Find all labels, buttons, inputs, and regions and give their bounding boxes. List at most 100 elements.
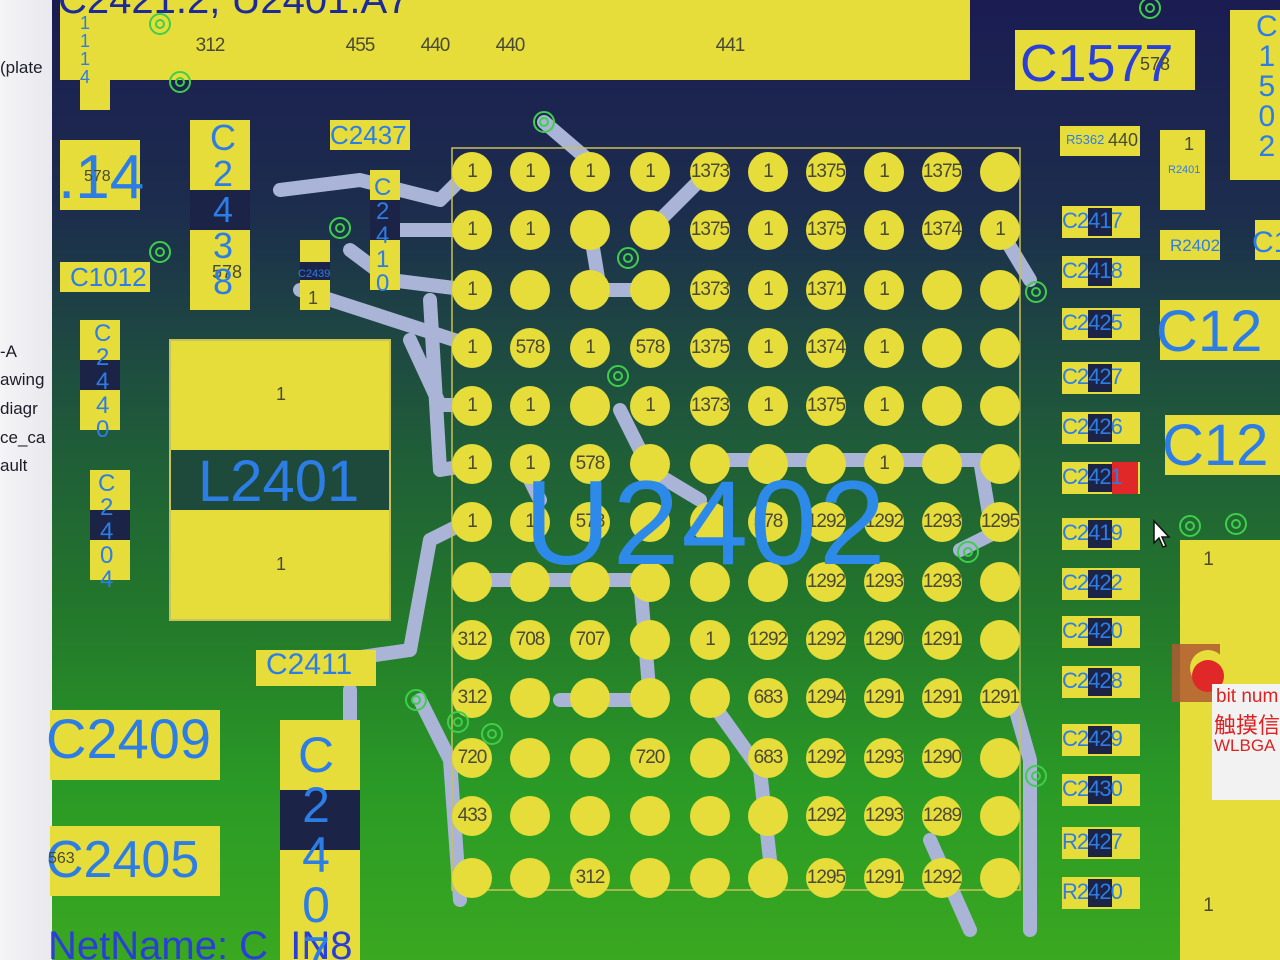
l2401-pad-top: 1 [276, 384, 287, 404]
bga-pin-label: 707 [575, 629, 606, 650]
side-cap-label[interactable]: C2427 [1062, 364, 1123, 389]
c2405-label[interactable]: C2405 [46, 831, 200, 889]
c1114-char: 1 [80, 13, 91, 33]
via-core [1031, 287, 1041, 297]
c2405-pad: 563 [48, 850, 75, 867]
c12-label-b[interactable]: C12 [1156, 299, 1263, 364]
r2401-label[interactable]: R2401 [1168, 164, 1201, 176]
right-bga-ball [1244, 542, 1280, 578]
header-pad-label: 440 [420, 35, 451, 56]
bga-pin-label: 1293 [864, 805, 904, 826]
c2409-label[interactable]: C2409 [46, 707, 212, 770]
bga-ball [630, 620, 670, 660]
c2407-char: 0 [302, 877, 330, 933]
bga-ball [806, 620, 846, 660]
side-text-2: -A [0, 342, 17, 361]
component-pad [50, 826, 220, 896]
bga-ball [748, 210, 788, 250]
l2401-label[interactable]: L2401 [198, 449, 360, 514]
bga-pin-label: 1291 [922, 687, 962, 708]
bga-ball [980, 502, 1020, 542]
via-ring [329, 217, 351, 239]
bga-pin-label: 1 [585, 161, 596, 182]
bga-pin-label: 1375 [690, 337, 730, 358]
c2411-label[interactable]: C2411 [266, 648, 353, 681]
c2407-char: C [298, 727, 335, 783]
side-cap-body [1088, 829, 1112, 857]
side-cap-body [1088, 618, 1112, 646]
header-pad-label: 440 [495, 35, 526, 56]
c2404-char: 0 [99, 542, 114, 569]
bga-pin-label: 1292 [806, 571, 846, 592]
side-cap-label[interactable]: C2430 [1062, 776, 1123, 801]
side-cap-body [1088, 726, 1112, 754]
via-core [487, 729, 497, 739]
bga-ball [452, 562, 492, 602]
c1577-label[interactable]: C1577 [1020, 35, 1174, 93]
r5362-label[interactable]: R5362 [1066, 132, 1105, 147]
header-pad [778, 24, 822, 68]
bga-pin-label: 578 [515, 337, 546, 358]
via-core [1185, 521, 1195, 531]
c1502-char: 5 [1258, 70, 1276, 103]
bga-ball [630, 270, 670, 310]
bga-ball [630, 562, 670, 602]
u2402-label[interactable]: U2402 [524, 456, 888, 590]
bga-pin-label: 1292 [748, 629, 788, 650]
c1012-label[interactable]: C1012 [70, 262, 147, 292]
side-cap-label[interactable]: C2425 [1062, 310, 1123, 335]
side-cap-label[interactable]: C2421 [1062, 464, 1123, 489]
component-body [190, 190, 250, 230]
bga-ball [922, 502, 962, 542]
bga-pin-label: 1292 [922, 867, 962, 888]
bga-ball [864, 678, 904, 718]
via-ring [169, 71, 191, 93]
bga-ball [806, 796, 846, 836]
bga-ball [980, 210, 1020, 250]
c2438-pad: 578 [212, 262, 243, 282]
c2407-char: 4 [302, 827, 330, 883]
bga-pin-label: 578 [575, 511, 606, 532]
bga-pin-label: 1292 [864, 511, 904, 532]
c1502-char: 2 [1258, 130, 1276, 163]
bga-ball [630, 502, 670, 542]
component-pad [330, 120, 410, 150]
bga-pin-label: 1293 [922, 511, 962, 532]
side-cap-label[interactable]: C2422 [1062, 570, 1123, 595]
bga-ball [806, 678, 846, 718]
c2439-label[interactable]: C2439 [298, 268, 331, 280]
bga-pin-label: 1375 [806, 219, 846, 240]
via-ring [481, 723, 503, 745]
side-cap-label[interactable]: C2419 [1062, 520, 1123, 545]
side-cap-label[interactable]: C2428 [1062, 668, 1123, 693]
side-cap-label[interactable]: C2418 [1062, 258, 1123, 283]
side-cap-label[interactable]: C2426 [1062, 414, 1123, 439]
header-pad-label: 441 [715, 35, 746, 56]
c2437-label[interactable]: C2437 [330, 120, 407, 150]
side-cap-label[interactable]: C2417 [1062, 208, 1123, 233]
side-text-6: ault [0, 456, 28, 475]
c12-label-c[interactable]: C12 [1162, 413, 1269, 478]
bga-pin-label: 1291 [864, 867, 904, 888]
side-cap-label[interactable]: R2427 [1062, 829, 1123, 854]
c12-label-a[interactable]: C12 [1252, 226, 1280, 259]
via-core [1145, 3, 1155, 13]
bga-pin-label: 433 [457, 805, 488, 826]
c2438-char: 3 [212, 225, 234, 266]
bga-ball [690, 502, 730, 542]
side-cap-label[interactable]: C2429 [1062, 726, 1123, 751]
bga-pin-label: 1 [879, 219, 890, 240]
c2438-char: 2 [212, 153, 234, 194]
bga-ball [980, 270, 1020, 310]
side-cap-label[interactable]: R2420 [1062, 879, 1123, 904]
r2402-label[interactable]: R2402 [1170, 236, 1221, 255]
side-cap-label[interactable]: C2420 [1062, 618, 1123, 643]
